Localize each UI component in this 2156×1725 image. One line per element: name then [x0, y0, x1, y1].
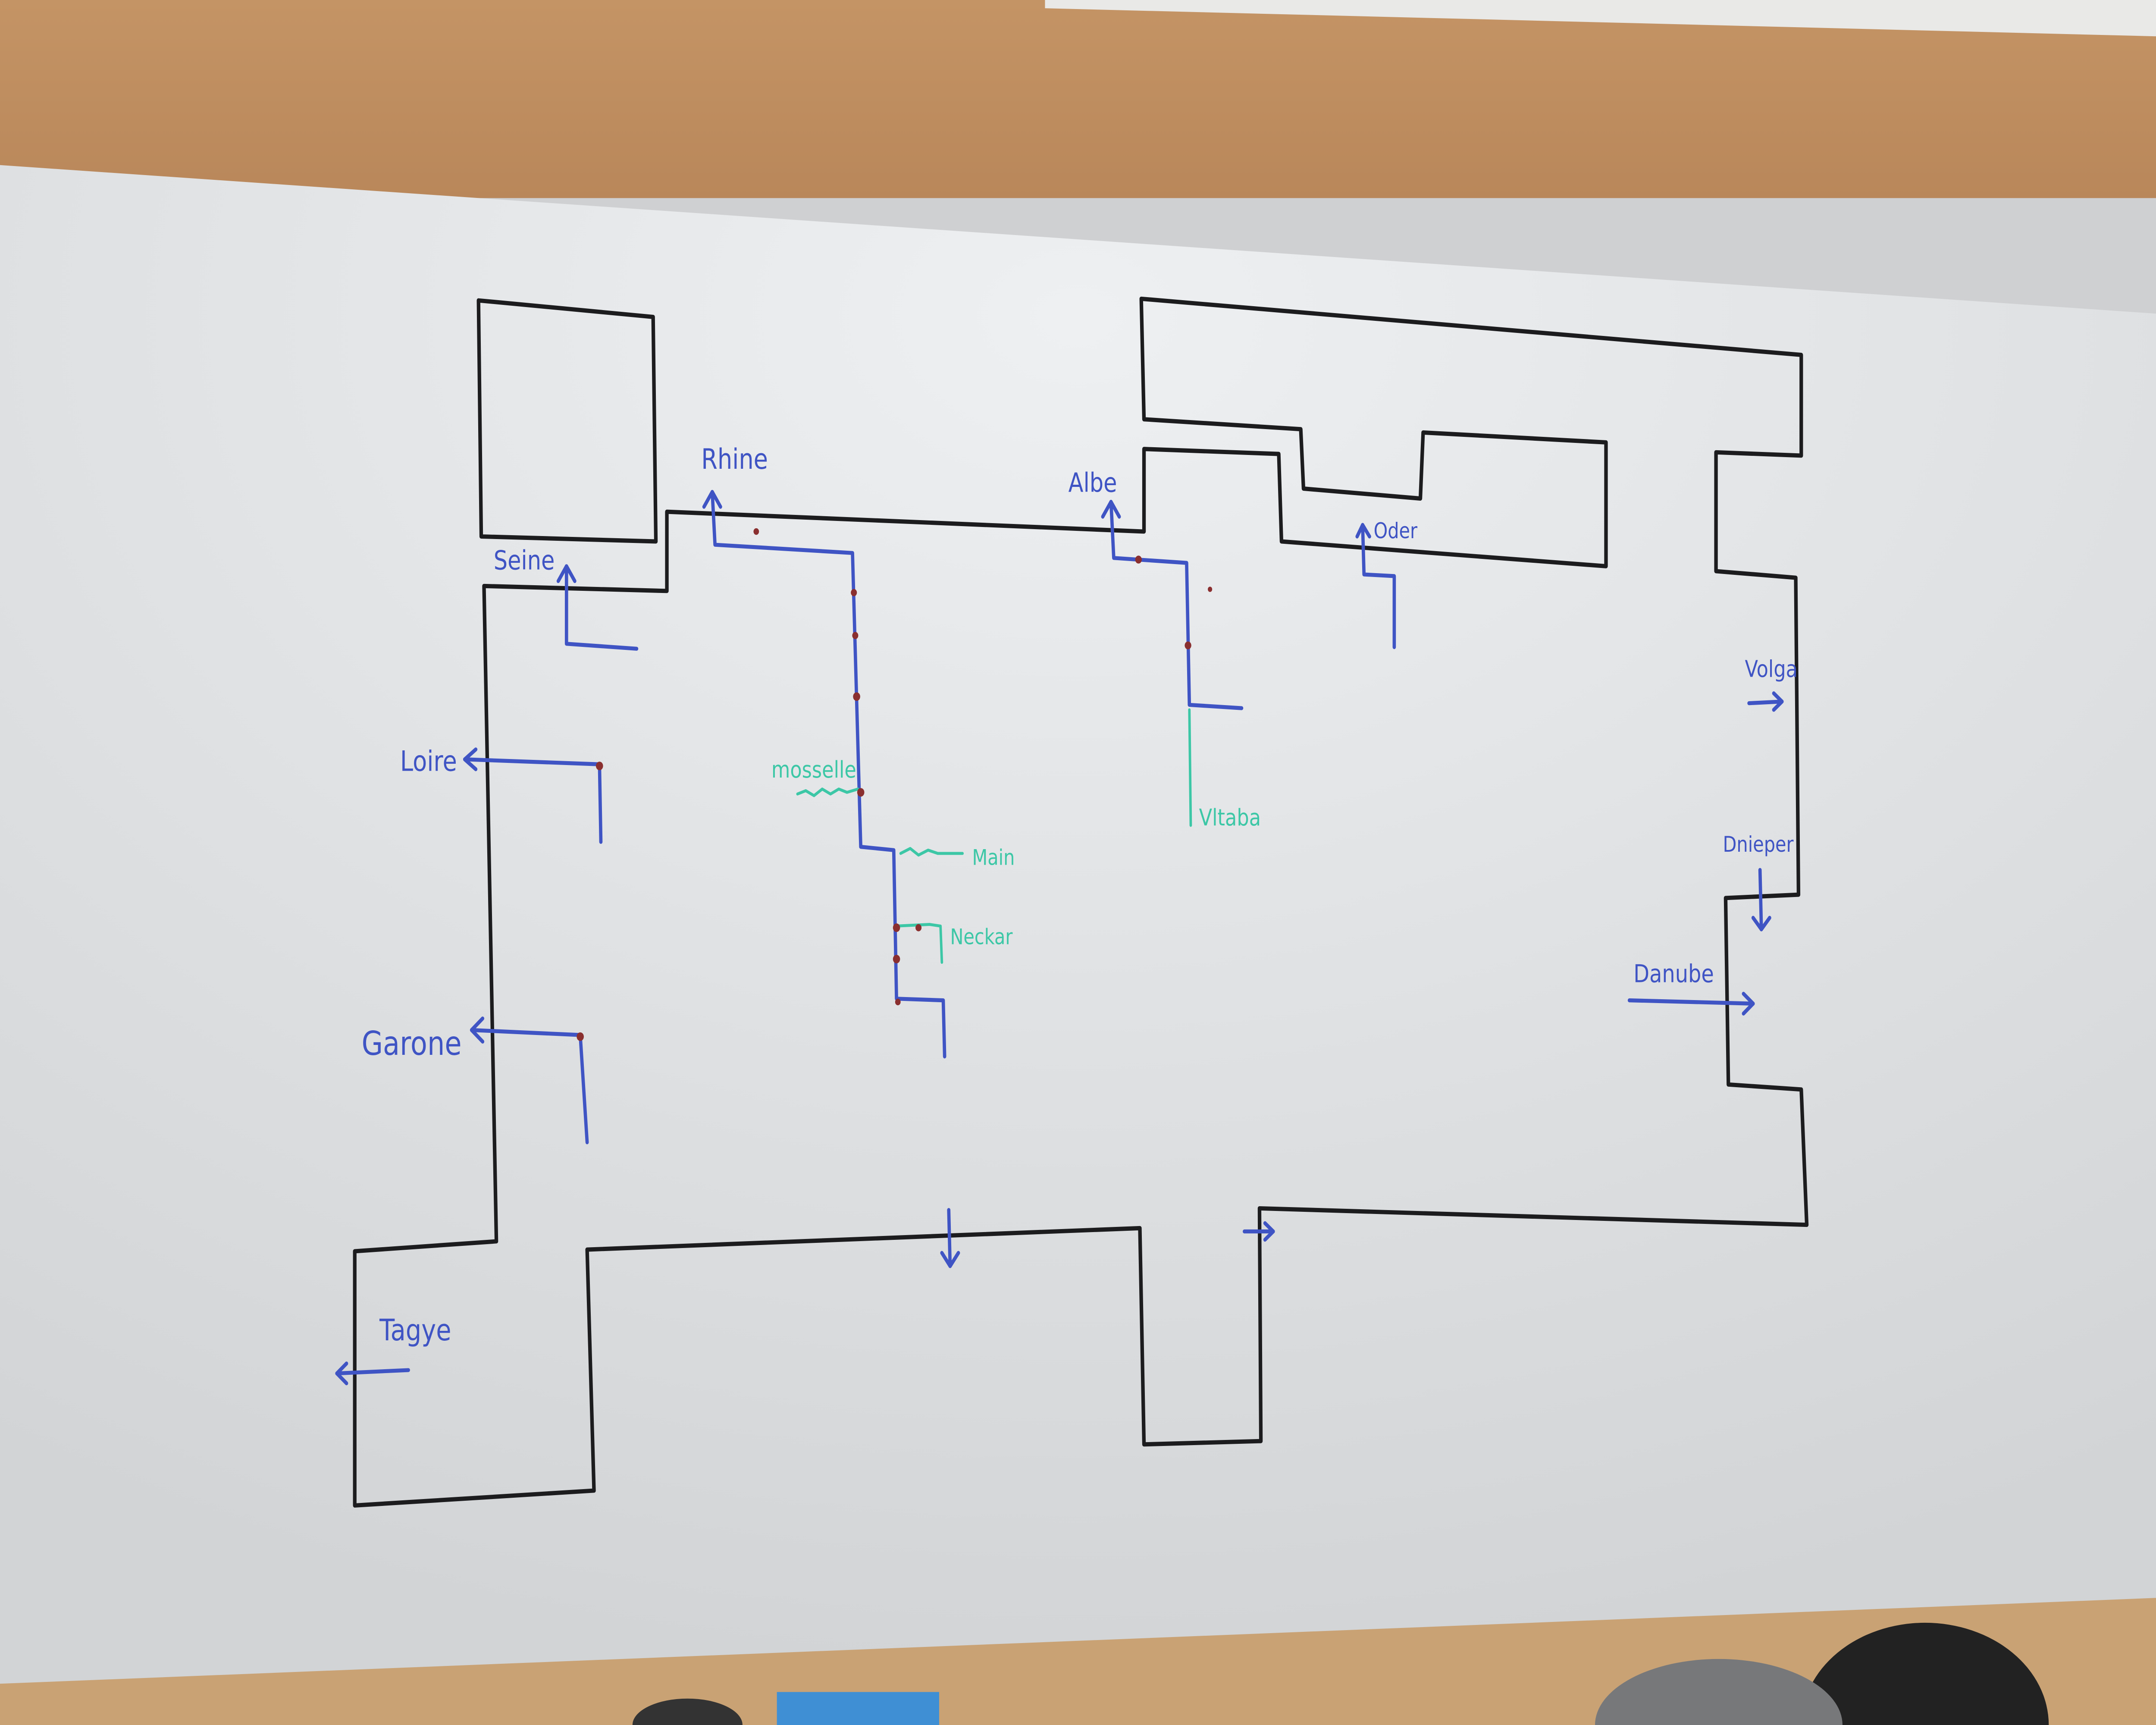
arrow-right-icon [1772, 691, 1784, 712]
whiteboard-surface [0, 165, 2156, 1684]
major-rivers [335, 490, 1784, 1386]
city-dot [915, 924, 922, 932]
dnieper-arrow [1758, 868, 1763, 932]
oder-river [1361, 523, 1396, 649]
arrow-left-icon [470, 1016, 485, 1044]
albe-river [1109, 500, 1244, 710]
tributaries [796, 708, 1192, 964]
outline-north-sea-block [476, 298, 658, 544]
label-albe: Albe [1069, 468, 1117, 499]
city-dot [852, 632, 859, 640]
audience-head [1595, 1659, 1843, 1725]
label-neckar: Neckar [950, 924, 1012, 950]
arrow-up-icon [1101, 500, 1121, 519]
arrow-up-icon [556, 564, 577, 583]
arrow-down-icon [1751, 916, 1771, 932]
south-outflow-arrow [947, 1208, 952, 1268]
mosselle-river [796, 787, 859, 797]
label-volga: Volga [1745, 655, 1798, 682]
ceiling [1045, 0, 2156, 37]
map-outline [353, 296, 1809, 1508]
danube-river [1627, 998, 1755, 1006]
city-dot [596, 762, 603, 771]
city-dot [893, 923, 900, 932]
city-dot [895, 998, 901, 1006]
label-oder: Oder [1374, 518, 1418, 543]
rhine-river [710, 490, 946, 1059]
label-mosselle: mosselle [771, 756, 856, 783]
arrow-left-icon [335, 1361, 348, 1386]
city-dot [1135, 555, 1142, 564]
eraser [777, 1692, 939, 1725]
city-dot [857, 788, 865, 797]
volga-arrow [1747, 699, 1784, 706]
vltaba-river [1188, 708, 1192, 827]
main-river [899, 847, 964, 857]
city-dot [1208, 586, 1213, 592]
label-rhine: Rhine [701, 443, 768, 476]
label-seine: Seine [494, 546, 555, 576]
arrow-up-icon [1355, 523, 1371, 539]
city-dots [577, 528, 1213, 1041]
tagye-river [335, 1368, 410, 1376]
label-dnieper: Dnieper [1723, 831, 1794, 857]
label-danube: Danube [1633, 960, 1714, 988]
label-main: Main [972, 845, 1015, 870]
arrow-right-icon [1742, 991, 1755, 1016]
city-dot [577, 1032, 584, 1041]
label-vltaba: Vltaba [1199, 804, 1261, 831]
arrow-down-icon [940, 1251, 960, 1268]
city-dot [1185, 641, 1191, 649]
label-tagye: Tagye [379, 1313, 451, 1347]
city-dot [893, 954, 900, 963]
city-dot [851, 589, 857, 596]
arrow-right-icon [1263, 1221, 1275, 1242]
audience-head [632, 1698, 743, 1725]
seine-river [564, 564, 639, 651]
wood-wall [0, 0, 2156, 198]
audience-head [1801, 1622, 2049, 1725]
city-dot [753, 528, 759, 535]
label-loire: Loire [400, 745, 457, 778]
label-garone: Garone [362, 1024, 462, 1063]
city-dot [853, 692, 860, 701]
outline-europe-landmass [353, 296, 1809, 1508]
arrow-up-icon [702, 490, 722, 509]
arrow-left-icon [463, 747, 478, 772]
neckar-river [895, 923, 943, 964]
